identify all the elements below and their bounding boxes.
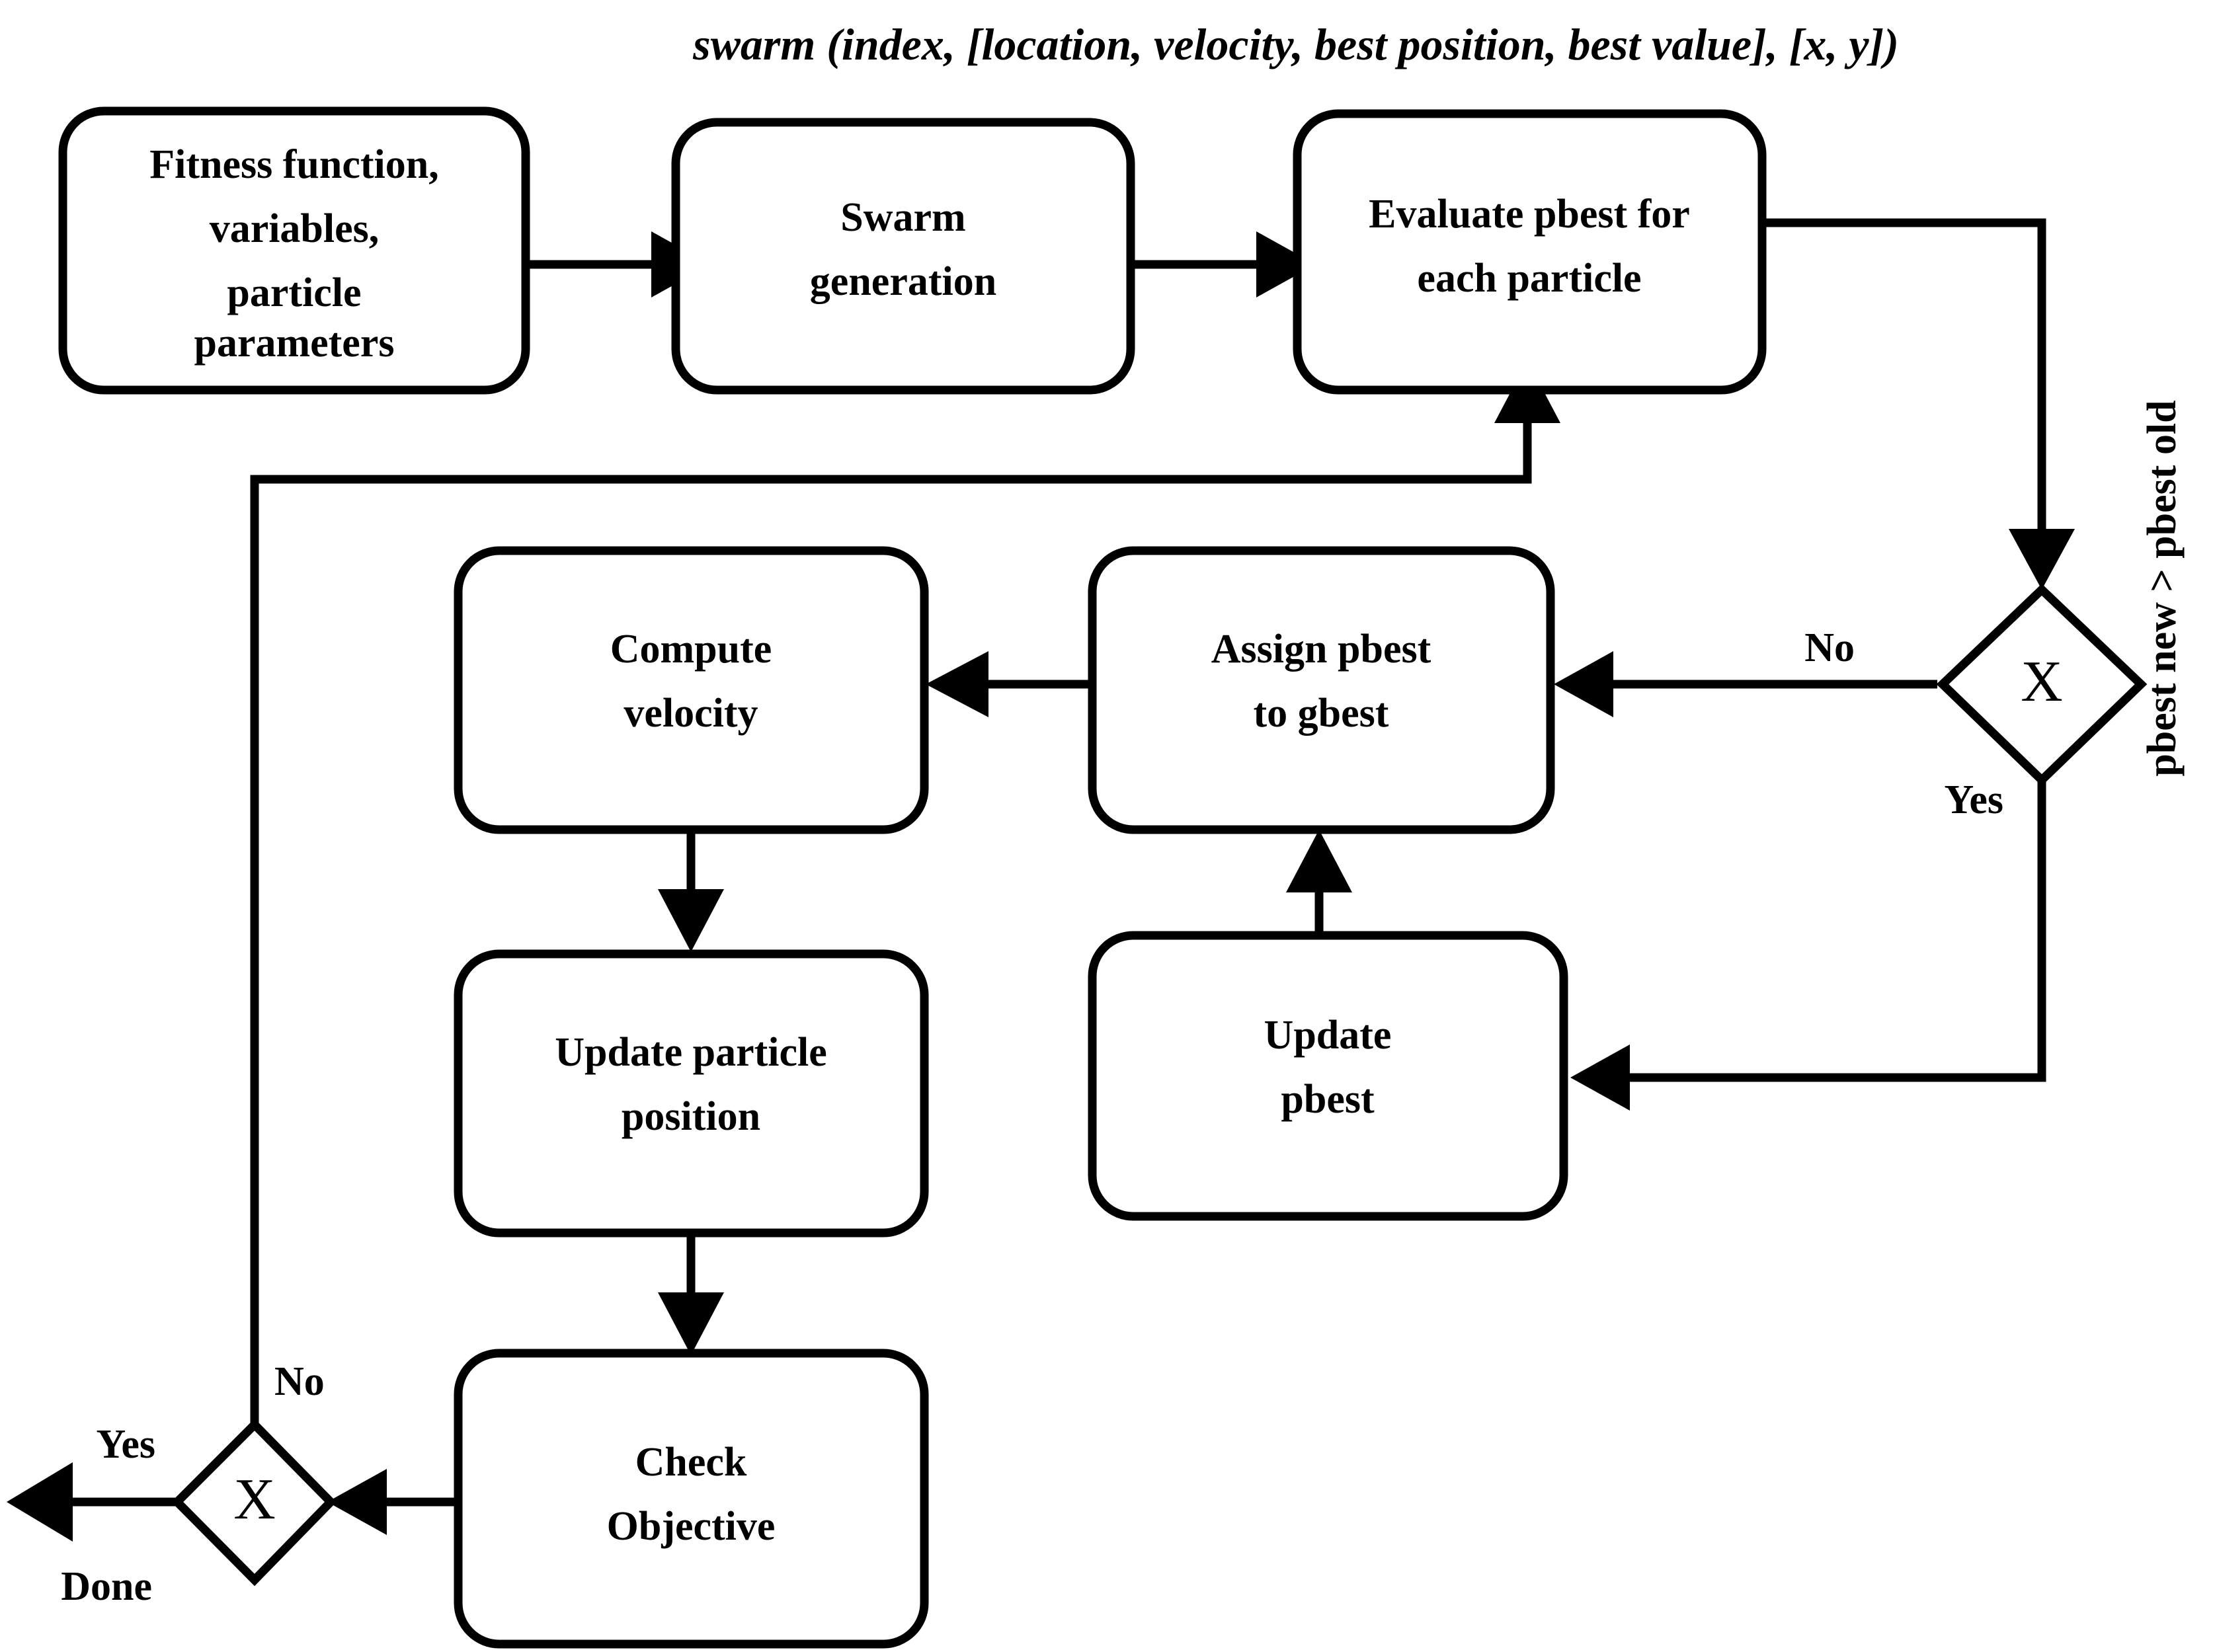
side-label-pbest-condition: pbest new > pbest old — [2140, 400, 2185, 776]
node-compute-line-0: Compute — [610, 627, 772, 672]
node-updatepos-line-1: position — [622, 1094, 760, 1139]
node-updatepbest-line-1: pbest — [1281, 1077, 1375, 1122]
decision-bottom-glyph: X — [233, 1468, 276, 1532]
node-updatepos-line-0: Update particle — [555, 1030, 827, 1075]
node-updatepbest-line-0: Update — [1264, 1013, 1392, 1058]
node-swarm-line-1: generation — [810, 259, 996, 304]
node-assign-line-0: Assign pbest — [1211, 627, 1431, 672]
edge-decision-top-yes — [1570, 780, 2046, 1111]
node-eval-line-0: Evaluate pbest for — [1369, 192, 1690, 237]
edge-decision-top-no — [1554, 651, 1937, 717]
node-inputs-line-0: Fitness function, — [149, 142, 438, 187]
edge-label-bottom-yes: Yes — [96, 1422, 155, 1467]
edge-updatepos-to-check — [658, 1233, 724, 1355]
node-inputs-line-3: parameters — [194, 321, 395, 366]
edge-label-bottom-no: No — [274, 1359, 325, 1404]
node-check-line-1: Objective — [607, 1504, 776, 1549]
node-compute-line-1: velocity — [624, 691, 758, 736]
node-assign-line-1: to gbest — [1254, 691, 1389, 736]
node-compute-velocity[interactable]: Compute velocity — [454, 546, 929, 834]
edge-swarm-to-eval — [1131, 231, 1316, 297]
edge-eval-to-decision-top — [1762, 218, 2075, 590]
diagram-title: swarm (index, [location, velocity, best … — [692, 19, 1899, 69]
edge-updatepbest-to-assign — [1286, 830, 1352, 939]
edge-label-done: Done — [61, 1564, 152, 1609]
node-evaluate-pbest[interactable]: Evaluate pbest for each particle — [1293, 109, 1767, 395]
edge-label-top-yes: Yes — [1944, 777, 2003, 822]
node-swarm-generation[interactable]: Swarm generation — [671, 118, 1135, 395]
node-eval-line-1: each particle — [1417, 256, 1641, 301]
node-decision-objective-met[interactable]: X — [171, 1418, 337, 1587]
node-swarm-line-0: Swarm — [840, 195, 965, 240]
edge-decision-bottom-yes-done — [7, 1462, 175, 1542]
node-inputs[interactable]: Fitness function, variables, particle pa… — [58, 106, 530, 395]
node-assign-pbest-to-gbest[interactable]: Assign pbest to gbest — [1088, 546, 1555, 834]
node-inputs-line-2: particle — [227, 270, 361, 315]
edge-check-to-decision-bottom — [327, 1469, 460, 1535]
node-update-pbest[interactable]: Update pbest — [1088, 931, 1568, 1221]
edge-assign-to-compute — [926, 651, 1091, 717]
node-check-line-0: Check — [635, 1440, 747, 1485]
node-check-objective[interactable]: Check Objective — [454, 1349, 929, 1649]
decision-top-glyph: X — [2021, 650, 2063, 714]
edge-decision-bottom-no-loop — [250, 360, 1560, 1425]
node-decision-pbest-comparison[interactable]: X — [1936, 584, 2148, 787]
node-inputs-line-1: variables, — [210, 206, 380, 251]
edge-compute-to-updatepos — [658, 830, 724, 952]
node-update-particle-position[interactable]: Update particle position — [454, 949, 929, 1238]
edge-label-top-no: No — [1804, 625, 1855, 670]
